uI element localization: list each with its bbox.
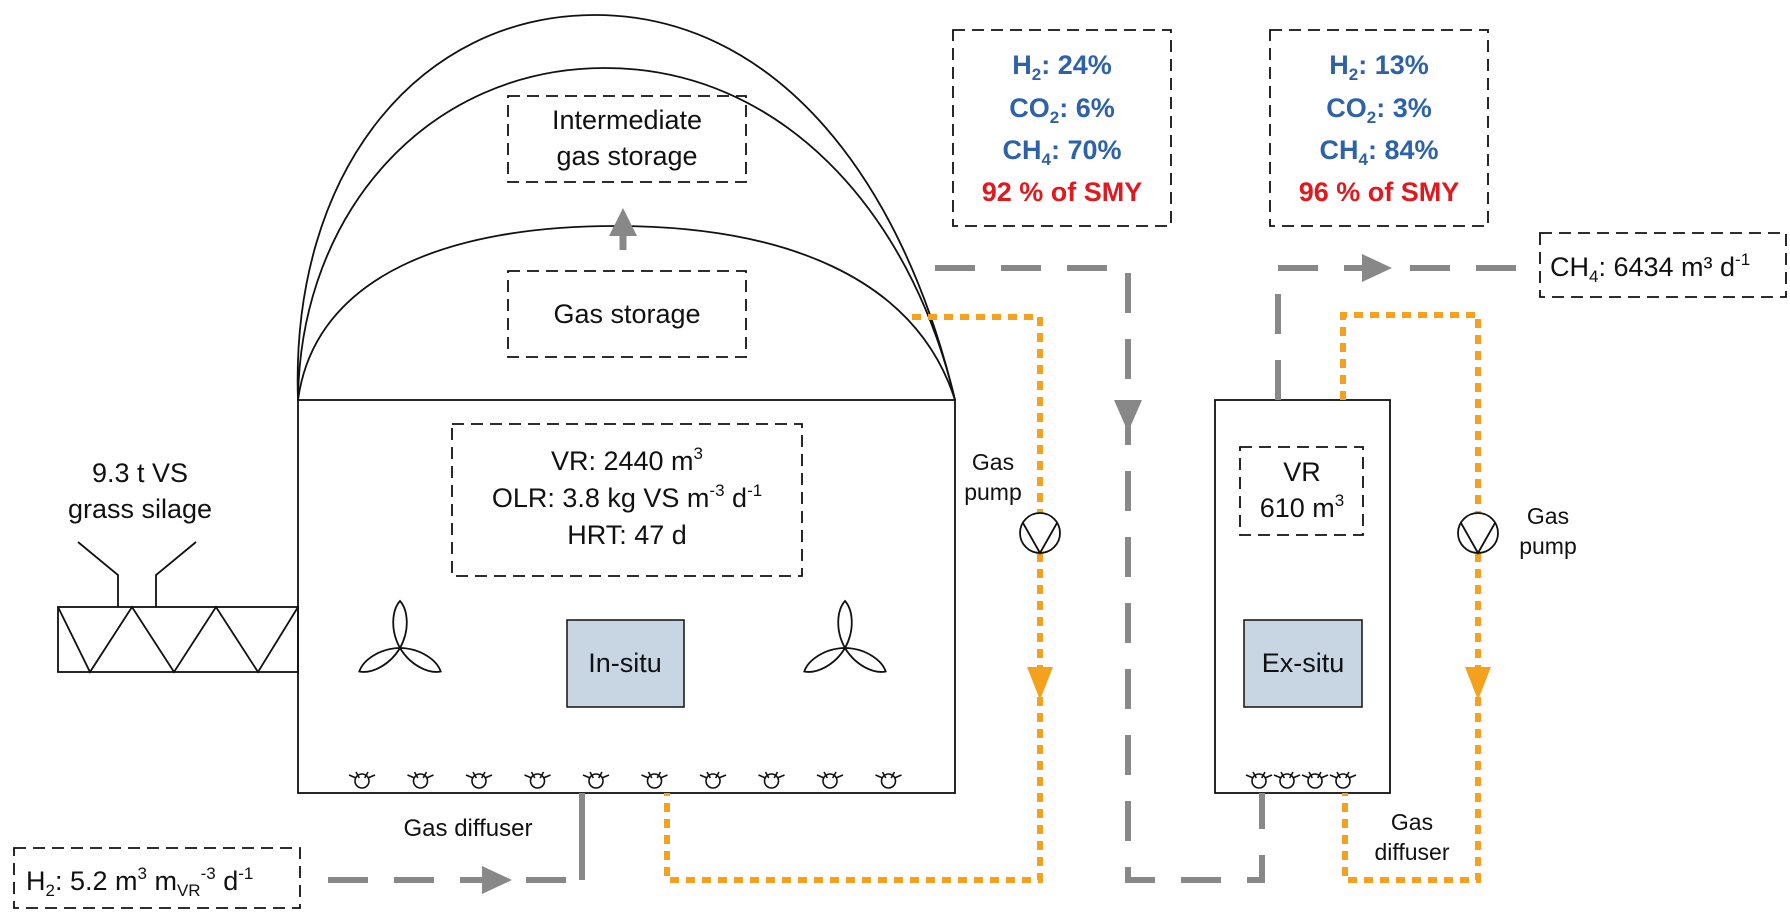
stirrer-right-icon xyxy=(803,599,887,673)
insitu-reactor-label: In-situ xyxy=(588,648,662,678)
gas-diffuser-icon xyxy=(1245,771,1273,789)
up-arrow-icon xyxy=(609,208,637,250)
exsitu-h2-share: H2: 13% xyxy=(1329,50,1429,84)
gas-diffuser-icon xyxy=(1273,771,1301,789)
insitu-olr-text: OLR: 3.8 kg VS m-3 d-1 xyxy=(492,481,762,513)
insitu-pump-label-1: Gas xyxy=(972,449,1014,475)
exsitu-diffuser-label-2: diffuser xyxy=(1374,839,1449,865)
insitu-gas-diffuser-label: Gas diffuser xyxy=(404,815,533,842)
insitu-ch4-share: CH4: 70% xyxy=(1002,135,1121,169)
gas-storage-box xyxy=(507,270,747,358)
exsitu-reactor-label-box xyxy=(1243,619,1363,708)
insitu-composition-box xyxy=(952,29,1172,227)
exsitu-reactor xyxy=(1214,399,1391,794)
intermediate-storage-label-2: gas storage xyxy=(556,141,697,171)
insitu-recirc-arrow-icon xyxy=(1027,667,1053,700)
screw-conveyor xyxy=(57,541,299,674)
intermediate-storage-box xyxy=(507,95,747,183)
insitu-reactor-label-box xyxy=(566,619,685,708)
h2-flow-arrow-icon xyxy=(482,866,512,894)
exsitu-pump-label-1: Gas xyxy=(1527,503,1569,529)
exsitu-parameters-box xyxy=(1239,446,1364,536)
storage-domes xyxy=(296,14,956,401)
exsitu-vr-line2: 610 m3 xyxy=(1260,491,1345,523)
gas-pump-insitu-icon xyxy=(1019,512,1061,555)
feed-label-2: grass silage xyxy=(68,494,212,524)
gas-diffuser-icon xyxy=(641,771,668,789)
insitu-co2-share: CO2: 6% xyxy=(1009,93,1115,127)
insitu-hrt-text: HRT: 47 d xyxy=(567,520,687,550)
exsitu-composition-box xyxy=(1269,29,1489,227)
gas-storage-label: Gas storage xyxy=(553,299,700,329)
h2-input-box xyxy=(13,847,301,909)
recirculation-lines xyxy=(664,312,1481,883)
gas-diffuser-icon xyxy=(1329,771,1357,789)
h2-input-text: H2: 5.2 m3 mVR-3 d-1 xyxy=(26,864,253,900)
ch4-output-box xyxy=(1539,232,1787,298)
gas-lines xyxy=(328,265,1540,883)
feed-label-1: 9.3 t VS xyxy=(92,458,188,488)
gas-diffuser-icon xyxy=(524,771,551,789)
intermediate-storage-label-1: Intermediate xyxy=(552,105,702,135)
gas-diffuser-icon xyxy=(582,771,610,789)
exsitu-smy-share: 96 % of SMY xyxy=(1299,177,1460,207)
exsitu-reactor-label: Ex-situ xyxy=(1262,648,1345,678)
gas-diffuser-icon xyxy=(699,771,727,789)
exsitu-recirc-arrow-icon xyxy=(1465,667,1491,700)
gas-diffuser-icon xyxy=(465,771,493,789)
insitu-vr-text: VR: 2440 m3 xyxy=(551,444,703,476)
exsitu-co2-share: CO2: 3% xyxy=(1326,93,1432,127)
down-flow-arrow-icon xyxy=(1114,400,1142,432)
gas-diffuser-icon xyxy=(816,771,844,789)
insitu-diffuser-array xyxy=(348,771,902,789)
gas-diffuser-icon xyxy=(348,771,376,789)
insitu-pump-label-2: pump xyxy=(964,479,1022,505)
stirrer-left-icon xyxy=(358,599,442,673)
insitu-parameters-box xyxy=(451,423,803,577)
ch4-flow-arrow-icon xyxy=(1362,254,1392,282)
gas-diffuser-icon xyxy=(1301,771,1329,789)
exsitu-vr-line1: VR xyxy=(1283,457,1321,487)
exsitu-diffuser-array xyxy=(1245,771,1357,789)
gas-diffuser-icon xyxy=(875,771,902,789)
gas-diffuser-icon xyxy=(407,771,434,789)
exsitu-diffuser-label-1: Gas xyxy=(1391,809,1433,835)
insitu-smy-share: 92 % of SMY xyxy=(982,177,1143,207)
gas-diffuser-icon xyxy=(758,771,785,789)
ch4-output-text: CH4: 6434 m³ d-1 xyxy=(1550,250,1750,286)
exsitu-ch4-share: CH4: 84% xyxy=(1319,135,1438,169)
gas-pump-exsitu-icon xyxy=(1457,512,1499,555)
insitu-reactor xyxy=(297,399,956,794)
insitu-h2-share: H2: 24% xyxy=(1012,50,1112,84)
exsitu-pump-label-2: pump xyxy=(1519,533,1577,559)
